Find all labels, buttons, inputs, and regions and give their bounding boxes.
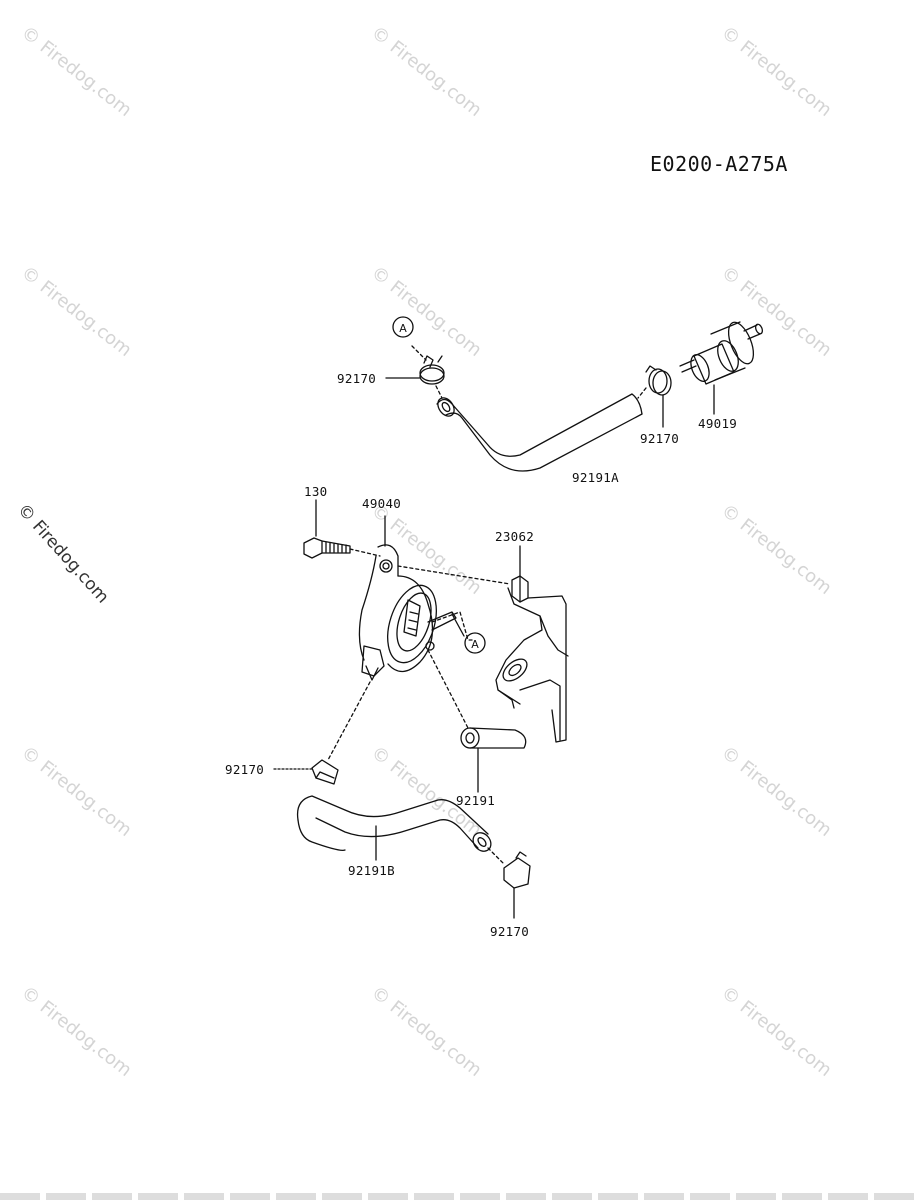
part-label-clamp-bottom: 92170 [490,924,530,939]
clamp-lower-left [273,681,371,785]
part-label-hose-short: 92191 [456,793,496,808]
part-label-clamp-top-right: 92170 [640,431,680,446]
callout-circle-mid [464,632,486,654]
part-label-hose-upper: 92191A [572,470,619,485]
hose-upper-92191A [436,393,643,472]
part-label-filter: 49019 [698,416,738,431]
part-label-hose-lower: 92191B [348,863,395,878]
hose-lower-92191B [296,795,492,861]
clamp-top-right [637,365,672,428]
bracket-23062 [397,545,569,743]
callout-letter-mid: A [471,638,479,651]
part-label-fuel-pump: 49040 [362,496,402,511]
fuel-pump [358,515,473,681]
part-label-bracket: 23062 [495,529,535,544]
part-label-clamp-top-left: 92170 [337,371,377,386]
part-label-clamp-lower-left: 92170 [225,762,265,777]
fuel-filter [679,321,764,415]
clamp-top-left [385,345,445,399]
callout-letter-top: A [399,322,407,335]
part-label-bolt: 130 [304,484,328,499]
clamp-bottom [487,847,531,919]
callout-circle-top [392,316,414,338]
hose-short-92191 [427,649,527,793]
bolt-130 [303,499,381,559]
footer-strip [0,1193,917,1200]
diagram-reference-code: E0200-A275A [650,152,788,176]
